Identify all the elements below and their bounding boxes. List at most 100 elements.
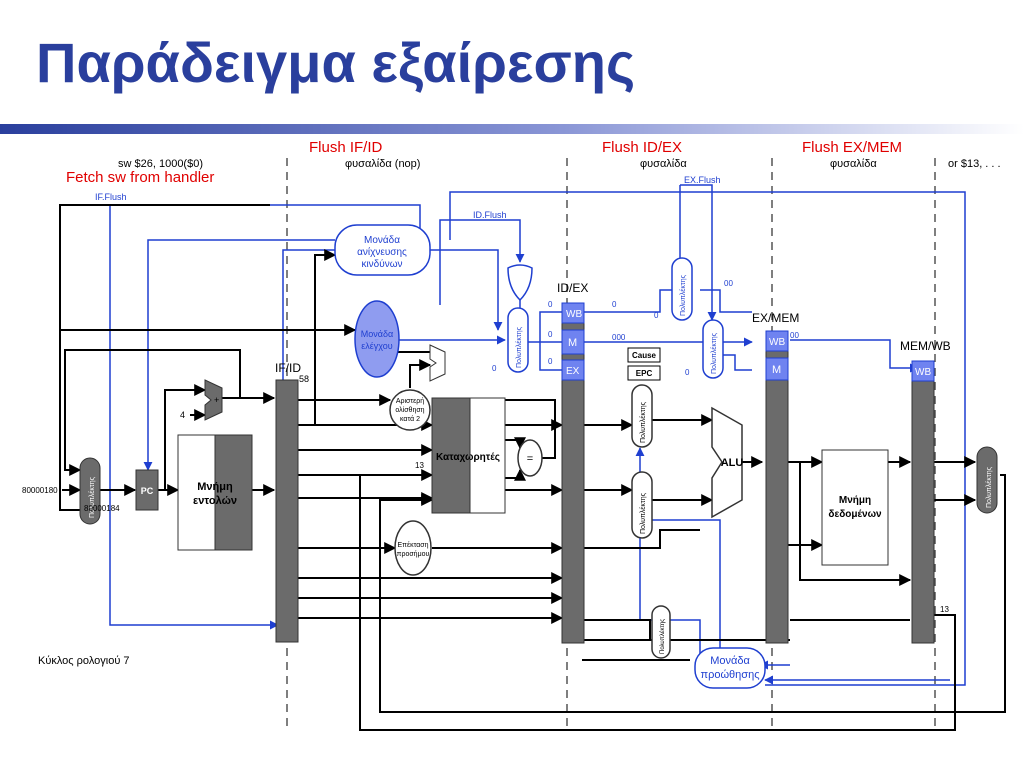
imem-line-1: Μνήμη <box>197 481 233 493</box>
zero-double-label-2: 00 <box>790 331 799 340</box>
writeback-loop <box>379 474 1006 713</box>
regfile-right <box>469 397 506 514</box>
idex-wb-out <box>582 289 678 313</box>
lower-fwd-3 <box>582 619 651 640</box>
ex-flush-mux-shape <box>671 257 693 321</box>
pc-adder-shape <box>204 379 223 421</box>
top-loop <box>59 204 270 510</box>
pc-mux-label: Πολυπλέκτης <box>88 476 96 518</box>
ex-flush-mux-2: Πολυπλέκτης <box>702 319 724 379</box>
adder-feedback <box>64 349 241 476</box>
equal-shape <box>517 439 543 477</box>
hazard-to-pc <box>143 239 335 471</box>
regdst-mux-shape <box>651 605 671 659</box>
or-gate <box>507 264 533 302</box>
mem-wb-label: MEM/WB <box>900 339 951 353</box>
alu-mux-b-label: Πολυπλέκτης <box>639 492 647 534</box>
pc-mux-shape <box>79 457 101 525</box>
zero-label-6: 0 <box>685 368 690 377</box>
pipeline-registers <box>275 302 935 644</box>
exmem-wb-label: WB <box>769 337 785 348</box>
memwb-wb-label: WB <box>915 367 931 378</box>
id-flush-wire <box>439 219 525 305</box>
regdst-mux-label: Πολυπλέκτης <box>659 619 666 654</box>
ex-flush-mux: Πολυπλέκτης <box>671 257 693 321</box>
zero-label-5: 0 <box>654 311 659 320</box>
pc-label: PC <box>141 486 154 496</box>
ex-mem-label: EX/MEM <box>752 311 799 325</box>
memwb-control-fields: WB <box>911 360 935 382</box>
wb-mux-label: Πολυπλέκτης <box>985 466 993 508</box>
control-unit: Μονάδα ελέγχου <box>354 300 400 378</box>
ex-flush-mux-label: Πολυπλέκτης <box>679 274 687 316</box>
exception-loop <box>449 191 966 370</box>
exmem-m-label: M <box>772 364 781 376</box>
writeback-mux: Πολυπλέκτης <box>976 446 998 514</box>
exception-address: 80000180 <box>22 486 58 495</box>
equal-comparator: = <box>517 439 543 477</box>
alu-shape <box>711 406 743 519</box>
shift-line-3: κατά 2 <box>400 415 420 423</box>
id-ex-label: ID/EX <box>557 281 588 295</box>
regs-to-eq-1 <box>505 437 526 450</box>
memwb-wb-field <box>911 360 935 382</box>
ex-flush-mux-2-label: Πολυπλέκτης <box>710 332 718 374</box>
control-mux-shape <box>507 307 529 373</box>
data-memory: Μνήμη δεδομένων <box>821 449 889 566</box>
dmem-shape <box>821 449 889 566</box>
imem-line-2: εντολών <box>193 495 237 507</box>
exmem-m-field <box>765 357 789 381</box>
imem-left <box>177 434 216 551</box>
ex-flush-branch <box>680 184 717 321</box>
ifid-to-hazard <box>314 249 337 330</box>
pc-register: PC <box>135 469 159 511</box>
regdst-mux: Πολυπλέκτης <box>651 605 671 659</box>
shift-line-2: ολίσθηση <box>395 406 424 414</box>
shift-line-1: Αριστερή <box>396 398 424 405</box>
ex-flush-mux-2-shape <box>702 319 724 379</box>
zero-label-1: 0 <box>548 300 553 309</box>
alu-label: ALU <box>721 457 744 469</box>
sign-extend-shape <box>394 520 432 576</box>
pc-adder-label: + <box>214 395 219 405</box>
pc-adder: + <box>204 379 223 421</box>
cause-label: Cause <box>632 351 657 360</box>
control-unit-shape <box>354 300 400 378</box>
forwarding-line-2: προώθησης <box>701 669 760 681</box>
cause-box <box>627 347 661 363</box>
hazard-unit-shape <box>334 224 431 276</box>
sign-extend-line-2: προσήμου <box>397 551 430 558</box>
zero-triple-label: 000 <box>612 333 626 342</box>
sign-extend-line-1: Επέκταση <box>397 541 428 549</box>
idex-ex-label: EX <box>566 366 580 377</box>
reg-13-label: 13 <box>415 461 424 470</box>
idex-to-aluin3 <box>582 529 700 549</box>
regfile-label: Καταχωρητές <box>436 452 500 463</box>
pc-box <box>135 469 159 511</box>
ex-flush-label: EX.Flush <box>684 175 721 185</box>
hazard-unit-line-3: κινδύνων <box>361 258 402 270</box>
shift-left-2: Αριστερή ολίσθηση κατά 2 <box>389 389 431 431</box>
exmem-wb-out <box>790 339 919 373</box>
mux-m-out <box>720 354 752 371</box>
cause-register: Cause <box>627 347 661 363</box>
pc-value: 80000184 <box>84 504 120 513</box>
dmem-line-1: Μνήμη <box>839 495 871 506</box>
alu-mux-a-shape <box>631 384 653 448</box>
ex-instruction: φυσαλίδα <box>640 158 687 170</box>
hazard-to-ifid <box>282 249 335 380</box>
sign-extend: Επέκταση προσήμου <box>394 520 432 576</box>
exception-loop-lower <box>765 370 966 686</box>
mem-instruction: φυσαλίδα <box>830 158 877 170</box>
if-flush-label: IF.Flush <box>95 192 127 202</box>
register-file: Καταχωρητές <box>431 397 506 514</box>
if-instruction: sw $26, 1000($0) <box>118 158 203 170</box>
four-label: 4 <box>180 410 185 420</box>
forwarding-unit-shape <box>694 647 766 689</box>
control-unit-line-1: Μονάδα <box>361 329 393 339</box>
alu-mux-b: Πολυπλέκτης <box>631 471 653 539</box>
wb-mux-shape <box>976 446 998 514</box>
flush-id-ex-label: Flush ID/EX <box>602 139 682 156</box>
if-id-register <box>275 379 299 643</box>
